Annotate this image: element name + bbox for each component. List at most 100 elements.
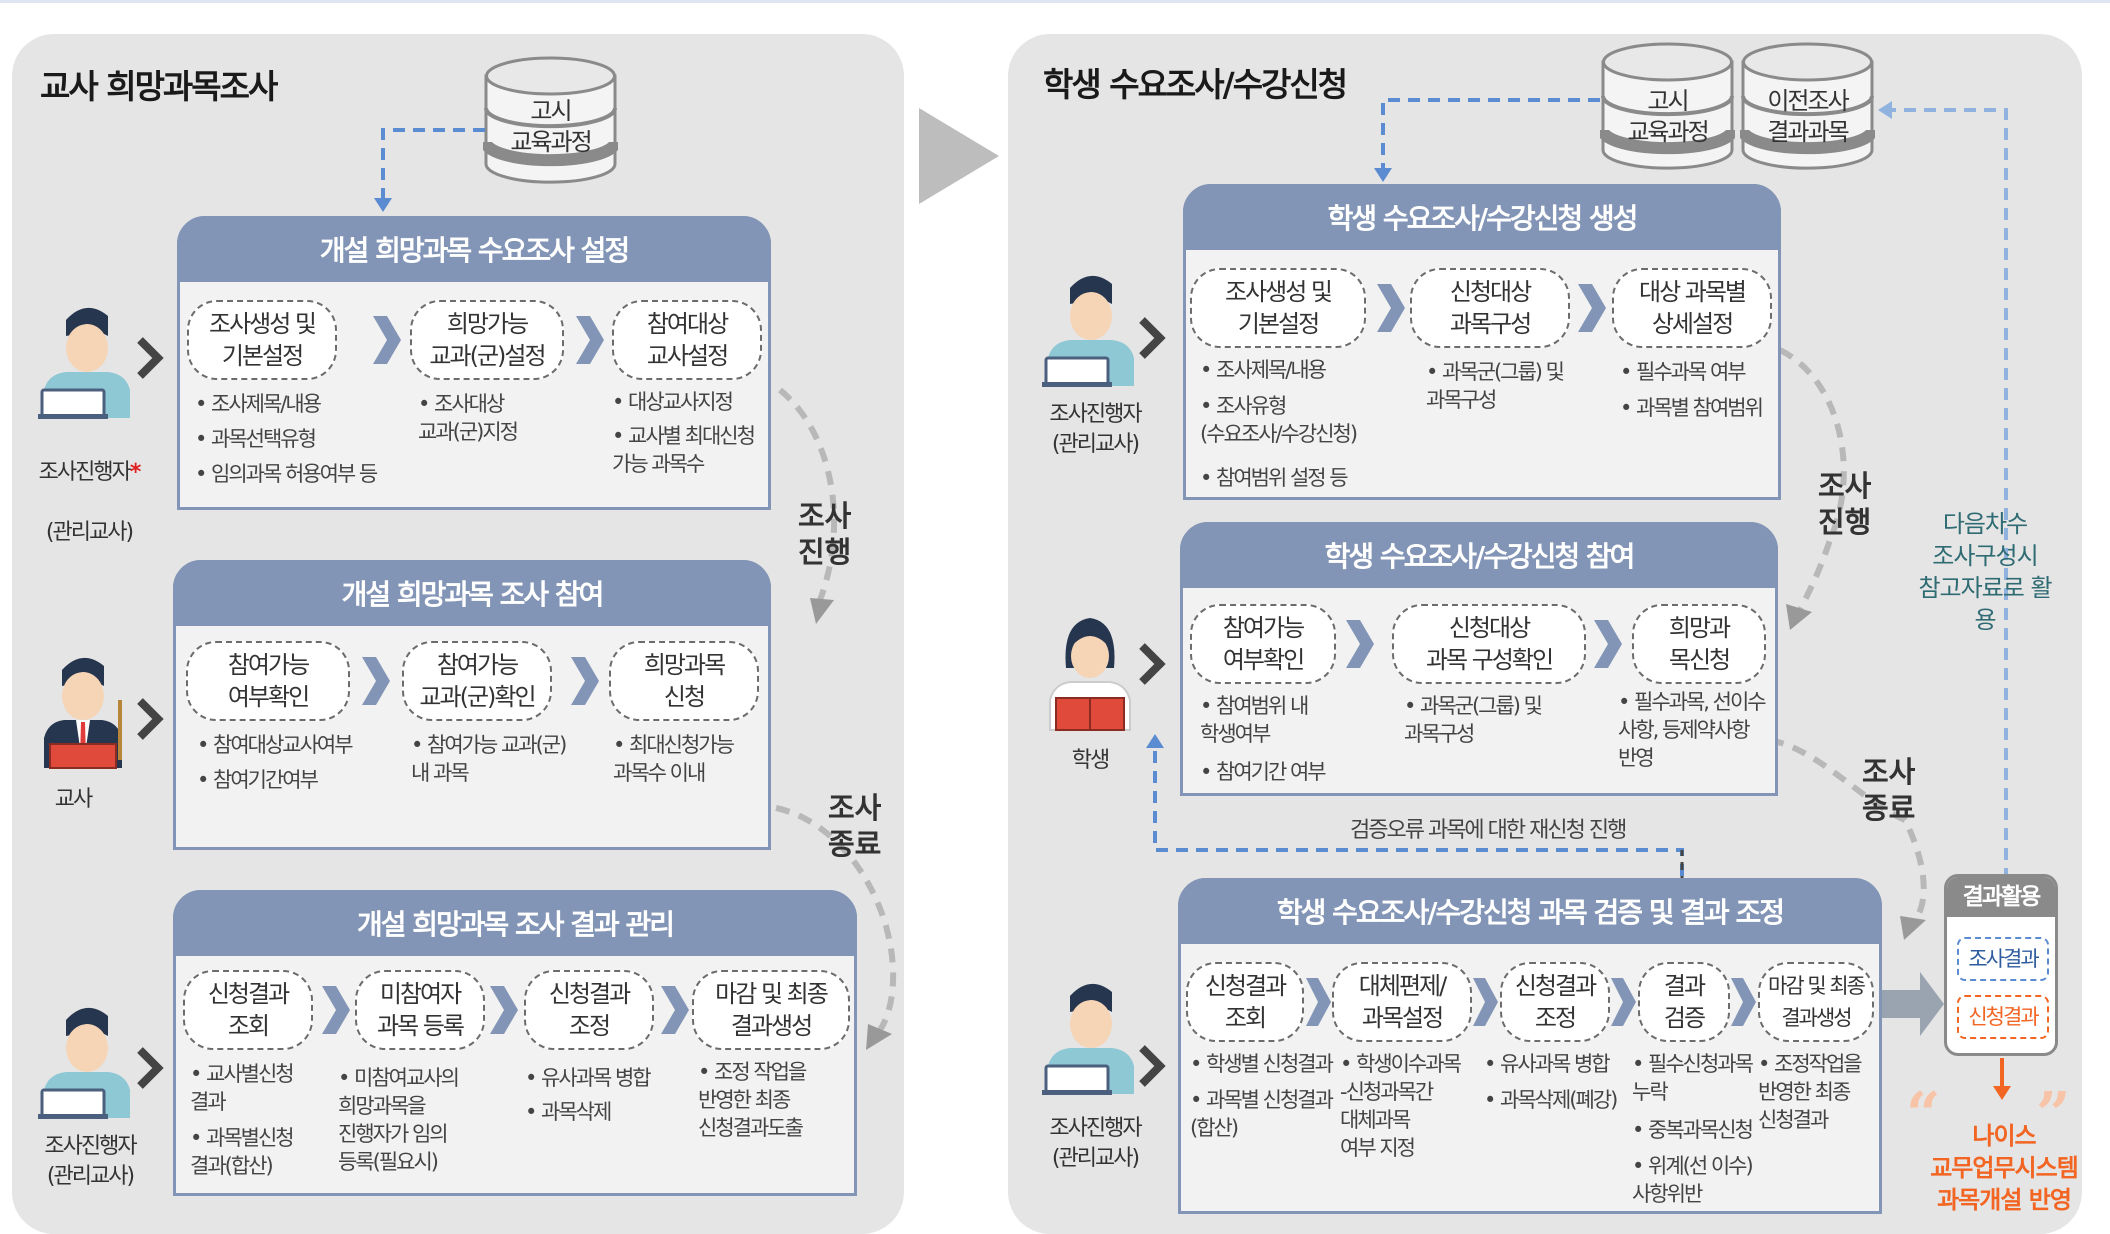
bullet-item: •교사별 최대신청 가능 과목수 [612,424,756,476]
curriculum-database-icon: 고시 교육과정 [1597,42,1738,172]
admin-teacher-label: 조사진행자 (관리교사) [44,1134,137,1189]
survey-result-header: 개설 희망과목 조사 결과 관리 [173,890,857,956]
left-panel-title: 교사 희망과목조사 [40,67,278,106]
survey-result-item[interactable]: 조사결과 [1957,937,2049,981]
bullet-item: •필수과목 여부 [1620,360,1747,384]
database-label: 이전조사 결과과목 [1767,87,1849,146]
admin-teacher-name: 조사진행자 [38,460,132,485]
bullet-item: •학생별 신청결과 [1190,1052,1334,1076]
actor-chevron-icon [1139,317,1166,359]
actor-chevron-icon [137,337,164,379]
step-create-student-survey[interactable]: 조사생성 및 기본설정 [1190,268,1366,348]
step-adjust-results[interactable]: 신청결과 조정 [524,970,654,1050]
step-chevron-icon [373,316,401,364]
step-chevron-icon [661,986,689,1034]
step-student-apply[interactable]: 희망과 목신청 [1632,604,1766,684]
bullet-item: •대상교사지정 [612,390,734,414]
step-set-teachers[interactable]: 참여대상 교사설정 [612,300,762,380]
bullet-item: •참여기간여부 [197,768,319,792]
actor-chevron-icon [1139,643,1166,685]
database-label: 고시 교육과정 [1627,87,1709,146]
step-student-eligibility[interactable]: 참여가능 여부확인 [1190,604,1336,684]
student-survey-create-header: 학생 수요조사/수강신청 생성 [1183,184,1781,250]
admin-teacher-label: 조사진행자* (관리교사) [14,428,164,548]
bullet-item: •과목선택유형 [195,427,317,451]
step-student-view-results[interactable]: 신청결과 조회 [1186,962,1304,1042]
bullet-item: •최대신청가능 과목수 이내 [613,733,735,785]
bullet-item: •미참여교사의 희망과목을 진행자가 임의 등록(필요시) [338,1066,460,1174]
top-border [0,0,2110,3]
bullet-item: •조정 작업을 반영한 최종 신청결과도출 [698,1060,807,1140]
survey-end-label: 조사 종료 [828,791,882,861]
bullet-item: •조사유형 (수요조사/수강신청) [1200,394,1358,446]
survey-progress-label: 조사 진행 [798,499,852,569]
step-verify-results[interactable]: 결과 검증 [1638,962,1730,1042]
admin-teacher-avatar-icon [36,990,136,1120]
student-label: 학생 [1071,748,1110,773]
step-compose-subjects[interactable]: 신청대상 과목구성 [1410,268,1570,348]
admin-teacher-avatar-icon [1040,966,1140,1096]
database-label: 고시 교육과정 [510,97,592,156]
student-survey-participation-header: 학생 수요조사/수강신청 참여 [1180,522,1778,588]
application-result-item[interactable]: 신청결과 [1957,995,2049,1039]
result-use-title: 결과활용 [1947,877,2055,917]
step-student-adjust[interactable]: 신청결과 조정 [1500,962,1610,1042]
step-create-survey[interactable]: 조사생성 및 기본설정 [187,300,337,380]
step-register-missing[interactable]: 미참여자 과목 등록 [355,970,485,1050]
transition-arrow-icon [919,108,999,204]
admin-teacher-avatar-icon [1040,258,1140,388]
admin-teacher-label: 조사진행자 (관리교사) [1049,1116,1142,1171]
student-result-adjust-box: 학생 수요조사/수강신청 과목 검증 및 결과 조정 [1178,878,1882,1214]
step-check-eligibility[interactable]: 참여가능 여부확인 [186,641,350,721]
teacher-label: 교사 [54,787,93,812]
bullet-item: •과목군(그룹) 및 과목구성 [1426,360,1565,412]
bullet-item: •학생이수과목 -신청과목간 대체과목 여부 지정 [1340,1052,1462,1160]
result-use-box: 결과활용 조사결과 신청결과 [1944,874,2058,1056]
survey-participation-header: 개설 희망과목 조사 참여 [173,560,771,626]
feedback-note: 다음차수 조사구성시 참고자료로 활용 [1918,510,2052,634]
step-apply-subject[interactable]: 희망과목 신청 [609,641,759,721]
step-chevron-icon [362,657,390,705]
bullet-item: •유사과목 병합 [525,1066,652,1090]
bullet-item: •과목삭제 [525,1100,612,1124]
step-check-composition[interactable]: 신청대상 과목 구성확인 [1392,604,1586,684]
step-set-subjects[interactable]: 희망가능 교과(군)설정 [410,300,564,380]
step-chevron-icon [1578,284,1606,332]
student-result-adjust-header: 학생 수요조사/수강신청 과목 검증 및 결과 조정 [1178,878,1882,944]
actor-chevron-icon [137,698,164,740]
step-chevron-icon [490,986,518,1034]
bullet-item: •참여가능 교과(군) 내 과목 [411,733,567,785]
step-detail-settings[interactable]: 대상 과목별 상세설정 [1612,268,1772,348]
bullet-item: •조사제목/내용 [195,392,322,416]
student-avatar-icon [1040,602,1140,732]
student-survey-end-label: 조사 종료 [1862,755,1916,825]
bullet-item: •조정작업을 반영한 최종 신청결과 [1758,1052,1863,1132]
bullet-item: •조사제목/내용 [1200,358,1327,382]
step-chevron-icon [1731,978,1756,1026]
bullet-item: •필수과목, 선이수 사항, 등제약사항 반영 [1618,690,1767,770]
bullet-item: •과목삭제(폐강) [1484,1088,1618,1112]
step-student-finalize[interactable]: 마감 및 최종 결과생성 [1758,962,1874,1042]
bullet-item: •참여기간 여부 [1200,760,1327,784]
step-chevron-icon [576,316,604,364]
bullet-item: •과목군(그룹) 및 과목구성 [1404,694,1543,746]
open-quote-icon: “ [1906,1080,1941,1150]
bullet-item: •참여범위 설정 등 [1200,466,1349,490]
bullet-item: •과목별 신청결과 (합산) [1190,1088,1334,1140]
step-check-subjects[interactable]: 참여가능 교과(군)확인 [402,641,552,721]
curriculum-database-icon: 고시 교육과정 [480,56,621,184]
admin-teacher-role: (관리교사) [45,520,134,545]
teacher-avatar-icon [32,640,142,770]
step-chevron-icon [1377,284,1405,332]
bullet-item: •중복과목신청 [1632,1118,1754,1142]
step-view-results[interactable]: 신청결과 조회 [183,970,313,1050]
bullet-item: •교사별신청 결과 [190,1062,295,1114]
step-finalize[interactable]: 마감 및 최종 결과생성 [692,970,850,1050]
step-substitute-subjects[interactable]: 대체편제/ 과목설정 [1332,962,1472,1042]
survey-setup-header: 개설 희망과목 수요조사 설정 [177,216,771,282]
previous-results-database-icon: 이전조사 결과과목 [1737,42,1878,172]
step-chevron-icon [1611,978,1636,1026]
admin-teacher-avatar-icon [36,290,136,420]
student-survey-progress-label: 조사 진행 [1818,469,1872,539]
step-chevron-icon [1594,620,1622,668]
